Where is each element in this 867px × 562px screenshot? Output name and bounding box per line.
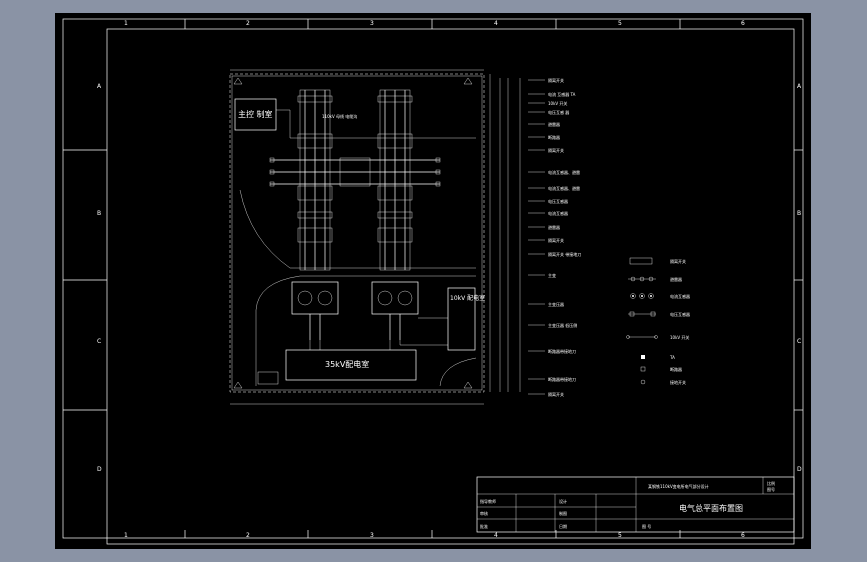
- legend-label: 电压互感器: [670, 311, 690, 317]
- callout-label: 隔离开关: [548, 391, 564, 397]
- switchgear-35kv-room: [285, 349, 417, 381]
- outer-border: [62, 18, 804, 539]
- callout-label: 隔离开关: [548, 237, 564, 243]
- col-number: 2: [246, 532, 250, 539]
- col-number: 1: [124, 532, 128, 539]
- inner-fence: [231, 75, 483, 391]
- legend-symbol-small-square: [640, 366, 646, 372]
- leader-lines: [499, 78, 521, 392]
- callout-label: 10kV 开关: [548, 100, 567, 106]
- legend-label: 接地开关: [670, 379, 686, 385]
- bus-note: 110kV 母线 电缆沟: [322, 113, 357, 119]
- callout-label: 电流 互感器 TA: [548, 91, 576, 97]
- title-block-label: 制图: [559, 510, 567, 516]
- row-letter: D: [97, 466, 102, 473]
- callout-label: 电压互感 器: [548, 109, 569, 115]
- callout-label: 断路器带接地刀: [548, 376, 576, 382]
- column-numbers-top: 1 2 3 4 5 6: [124, 20, 745, 27]
- drawing-number-label: 图 号: [642, 523, 651, 529]
- switchgear-10kv-label: 10kV 配电室: [450, 294, 485, 302]
- row-letter: C: [797, 338, 801, 345]
- drawing-sheet: [55, 13, 811, 549]
- callout-label: 断路器带接地刀: [548, 348, 576, 354]
- legend-symbol-small-circle: [640, 379, 646, 385]
- bay-right: [377, 89, 413, 271]
- callout-label: 电流互感器、避雷: [548, 185, 580, 191]
- drawing-title: 电气总平面布置图: [679, 503, 743, 513]
- sheet-label: 图号: [767, 486, 775, 492]
- callout-label: 隔离开关: [548, 147, 564, 153]
- row-letters-right: A B C D: [797, 83, 802, 473]
- col-number: 1: [124, 20, 128, 27]
- main-control-room: [234, 98, 277, 131]
- callout-label: 隔离开关 带接地刀: [548, 251, 581, 257]
- legend-label: 10kV 开关: [670, 334, 689, 340]
- row-letter: A: [97, 83, 102, 90]
- inner-border: [106, 28, 795, 545]
- callout-label: 主变: [548, 272, 556, 278]
- column-numbers-bottom: 1 2 3 4 5 6: [124, 532, 745, 539]
- substation-plan: 主控 制室 110kV 母线 电缆沟: [229, 69, 521, 405]
- grid-ticks: [63, 19, 803, 538]
- main-transformer-right: [371, 281, 419, 340]
- col-number: 4: [494, 20, 498, 27]
- title-block: 某钢铁110kV变电所电气部分设计 比例 图号 指导教师 审核 批准 设计 制图…: [476, 476, 795, 533]
- col-number: 3: [370, 20, 374, 27]
- title-block-label: 日期: [559, 523, 567, 529]
- perimeter-fence: [229, 73, 485, 393]
- title-block-label: 审核: [480, 510, 488, 516]
- main-transformer-left: [291, 281, 339, 340]
- legend-label: TA: [669, 355, 675, 360]
- legend-symbol-line: [626, 335, 658, 339]
- callout-label: 主变压器 低压侧: [548, 322, 577, 328]
- legend-symbol-squares: [628, 311, 656, 317]
- legend-label: 隔离开关: [670, 258, 686, 264]
- callout-label: 电压互感器: [548, 198, 568, 204]
- callout-label: 主变压器: [548, 301, 564, 307]
- col-number: 5: [618, 532, 622, 539]
- col-number: 6: [741, 532, 745, 539]
- callout-label: 电流互感器、避雷: [548, 169, 580, 175]
- project-title: 某钢铁110kV变电所电气部分设计: [648, 483, 709, 489]
- row-letters-left: A B C D: [97, 83, 102, 473]
- symbol-legend: 隔离开关 避雷器 电流互感器 电压互感器 10kV 开关 TA 断路器 接地开关: [626, 257, 690, 385]
- main-control-room-label: 主控 制室: [238, 109, 273, 119]
- title-block-label: 设计: [559, 498, 567, 504]
- callout-label: 断路器: [548, 134, 560, 140]
- row-letter: B: [797, 210, 801, 217]
- legend-symbol-circles: [630, 293, 654, 299]
- switchgear-35kv-label: 35kV配电室: [325, 359, 369, 369]
- callout-label: 避雷器: [548, 224, 560, 230]
- legend-label: 避雷器: [670, 276, 682, 282]
- legend-label: 电流互感器: [670, 293, 690, 299]
- col-number: 5: [618, 20, 622, 27]
- row-letter: A: [797, 83, 802, 90]
- col-number: 6: [741, 20, 745, 27]
- title-block-label: 指导教师: [480, 498, 496, 504]
- row-letter: B: [97, 210, 101, 217]
- title-block-label: 批准: [480, 523, 488, 529]
- legend-label: 断路器: [670, 366, 682, 372]
- col-number: 2: [246, 20, 250, 27]
- col-number: 4: [494, 532, 498, 539]
- col-number: 3: [370, 532, 374, 539]
- switchgear-10kv-room: [447, 287, 476, 351]
- legend-symbol-bar: [629, 257, 653, 265]
- scale-label: 比例: [767, 480, 775, 486]
- bus-end-markers: [269, 157, 441, 187]
- row-letter: D: [797, 466, 802, 473]
- bay-left: [297, 89, 333, 271]
- callout-list: 隔离开关 电流 互感器 TA 10kV 开关 电压互感 器 避雷器 断路器 隔离…: [528, 77, 581, 397]
- legend-symbol-filled-square: [641, 355, 645, 359]
- legend-symbol-dots: [628, 276, 656, 282]
- callout-label: 避雷器: [548, 121, 560, 127]
- callout-label: 电流互感器: [548, 210, 568, 216]
- callout-label: 隔离开关: [548, 77, 564, 83]
- row-letter: C: [97, 338, 101, 345]
